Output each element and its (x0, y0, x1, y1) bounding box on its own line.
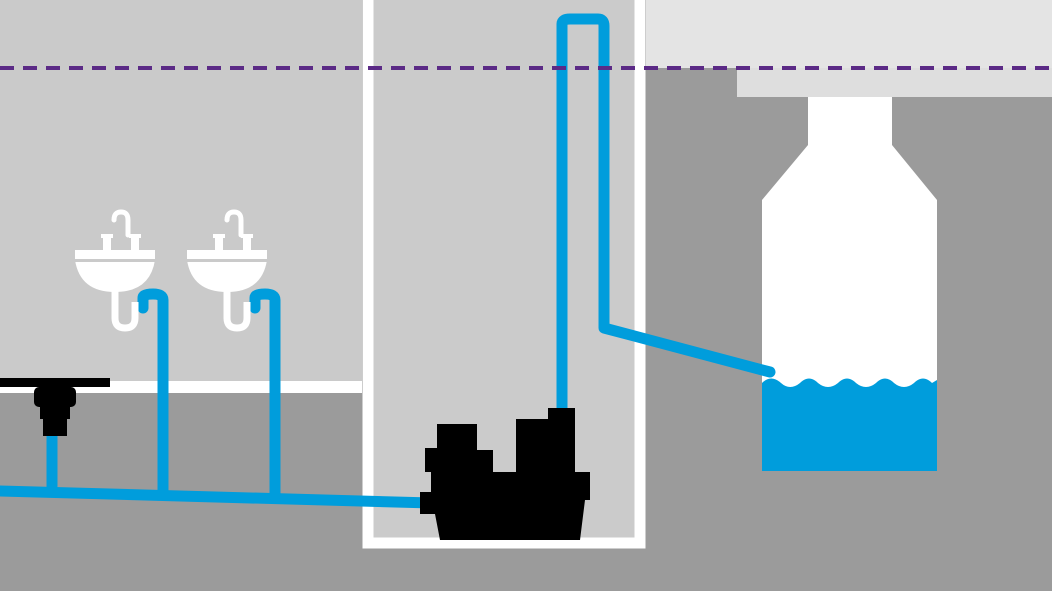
basement-room (0, 0, 362, 381)
sewer-tank (762, 97, 937, 471)
pipe-network (0, 13, 776, 509)
pressure-pipe (556, 13, 776, 416)
street-level (646, 0, 1052, 68)
basin-2-pipe (249, 288, 281, 502)
basin-1-pipe (137, 288, 169, 499)
pump-shaft (362, 0, 646, 549)
street-sidewalk (737, 68, 1052, 97)
lifting-pump-icon (420, 408, 590, 540)
washbasin-icon (75, 209, 155, 332)
floor-drain-icon (0, 378, 110, 436)
sewer-water (762, 378, 937, 471)
washbasin-icon-2 (187, 209, 267, 332)
inflow-pipe (0, 485, 438, 509)
